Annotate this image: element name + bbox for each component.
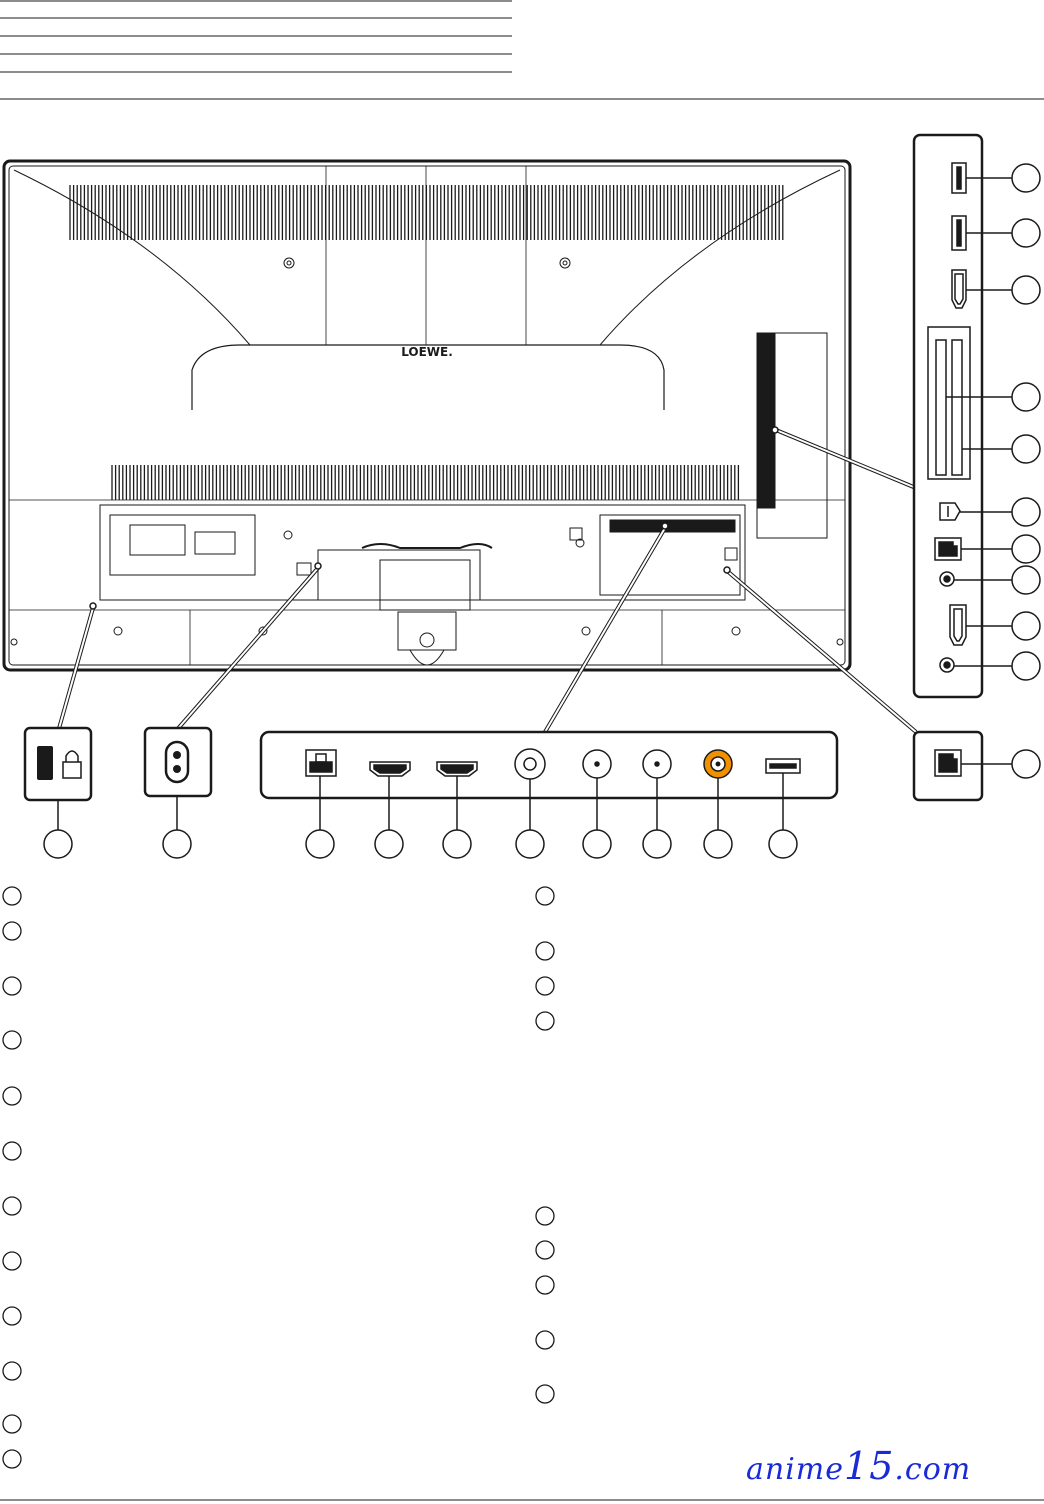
headphone-jack-icon [939, 657, 955, 673]
lan-port-icon [934, 749, 962, 777]
lan-panel [912, 730, 1041, 802]
hdmi-port-icon [436, 761, 478, 777]
watermark-post: .com [894, 1452, 972, 1487]
right-connector-panel [912, 133, 1041, 699]
watermark-pre: anime [746, 1452, 845, 1487]
lock-panel [23, 726, 93, 859]
legend-markers-right [535, 886, 555, 1404]
callout-marker [43, 829, 73, 859]
power-panel [143, 726, 213, 859]
watermark[interactable]: anime15.com [746, 1444, 971, 1488]
connection-bay [99, 504, 746, 666]
legend-markers-left [2, 886, 22, 1469]
bottom-connector-panel [259, 730, 839, 859]
top-vents [69, 185, 784, 240]
lan-port-icon [305, 749, 337, 777]
side-connector-strip [756, 332, 828, 539]
bottom-vents [111, 465, 740, 500]
callout-marker [1011, 749, 1041, 779]
hdmi-port-icon [369, 761, 411, 777]
ci-slot-icon [927, 326, 971, 480]
bottom-callout-markers [305, 829, 798, 859]
brand-logo: LOEWE. [401, 345, 453, 359]
rca-audio-port-icon [703, 749, 733, 779]
headphone-jack-icon [939, 571, 955, 587]
callout-marker [162, 829, 192, 859]
padlock-icon [62, 750, 82, 779]
screws [10, 257, 844, 646]
optical-port-icon [939, 502, 961, 521]
kensington-lock-icon [37, 746, 53, 780]
right-callout-markers [1011, 163, 1041, 681]
power-socket-icon [164, 740, 190, 784]
watermark-num: 15 [844, 1444, 895, 1488]
hdmi-port-icon [949, 604, 967, 646]
hdmi-port-icon [951, 269, 967, 309]
